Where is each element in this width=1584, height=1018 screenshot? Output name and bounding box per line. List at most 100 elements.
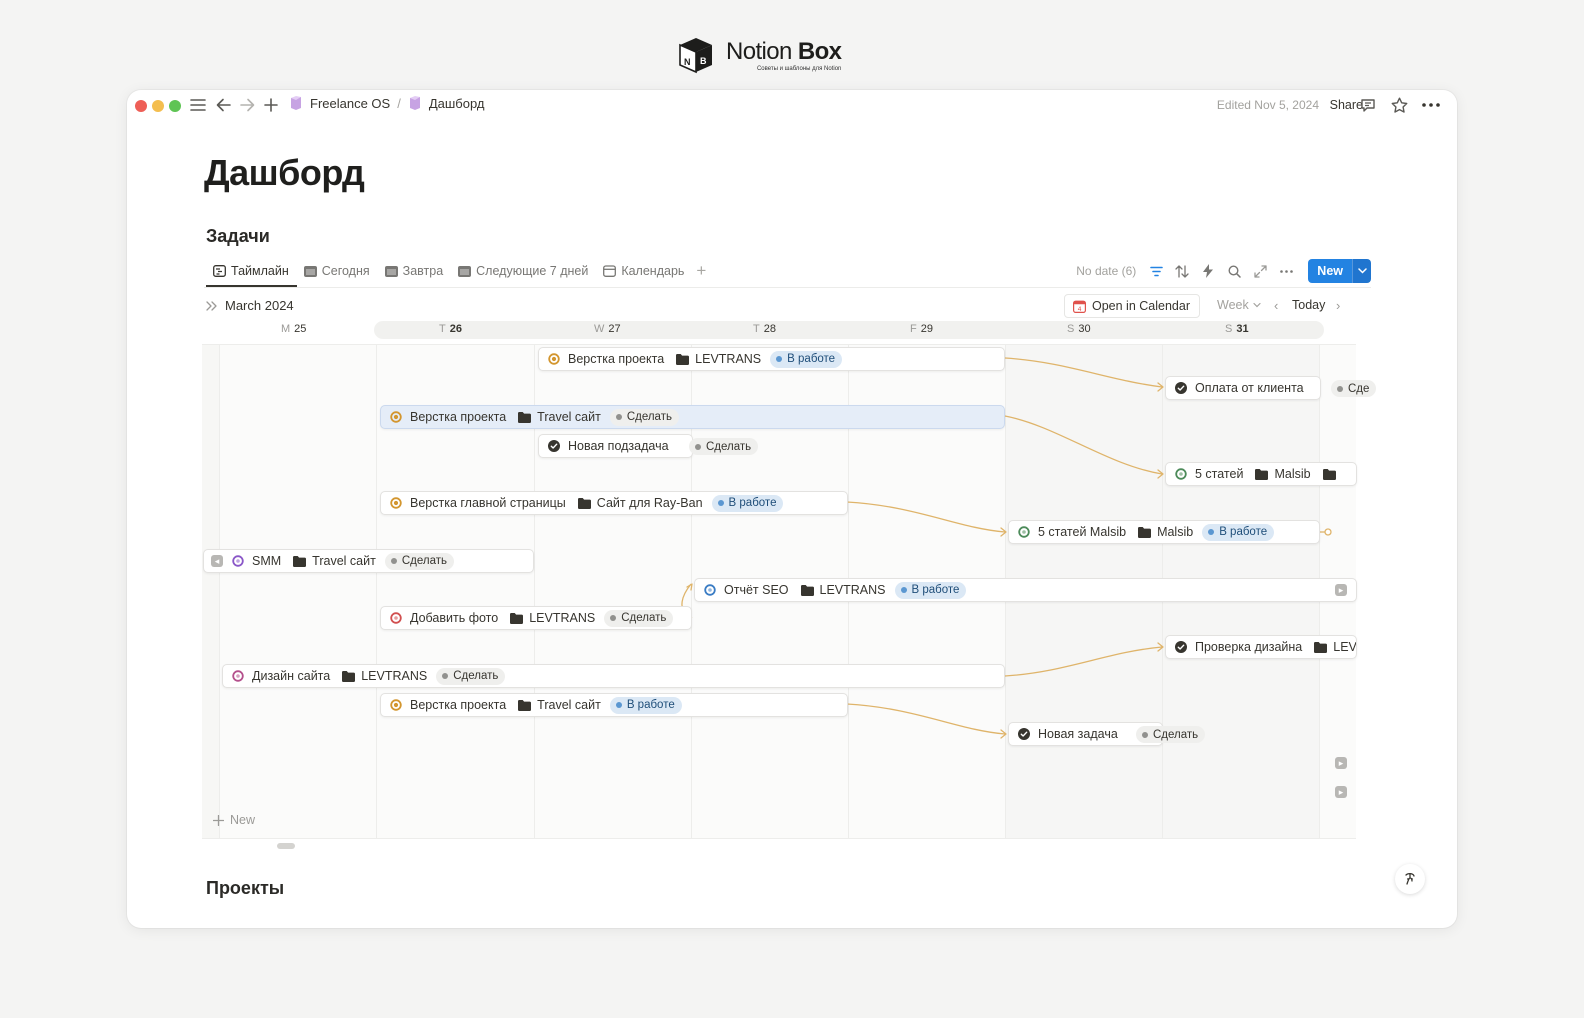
scroll-to-task-right-icon[interactable]: ▸ (1335, 786, 1347, 798)
sidebar-menu-icon[interactable] (189, 95, 207, 115)
search-icon[interactable] (1226, 263, 1242, 279)
task-bar-selected[interactable]: Верстка проекта Travel сайт Сделать (380, 405, 1005, 429)
projects-heading[interactable]: Проекты (206, 878, 285, 898)
favorite-star-icon[interactable] (1390, 95, 1408, 115)
folder-icon (676, 353, 690, 365)
task-bar[interactable]: 5 статей Malsib (1165, 462, 1357, 486)
in-progress-circle-icon (390, 497, 402, 509)
scroll-to-task-right-icon[interactable]: ▸ (1335, 584, 1347, 596)
edited-timestamp: Edited Nov 5, 2024 (1216, 98, 1319, 112)
scroll-to-task-right-icon[interactable]: ▸ (1335, 757, 1347, 769)
no-date-button[interactable]: No date (6) (1076, 264, 1137, 278)
task-project: Malsib (1255, 467, 1311, 481)
previous-week-chevron-icon[interactable]: ‹ (1274, 298, 1279, 313)
done-check-icon (1175, 382, 1187, 394)
tab-tomorrow[interactable]: Завтра (378, 256, 452, 286)
tab-timeline-label: Таймлайн (231, 264, 289, 278)
task-name: Верстка проекта (410, 410, 507, 424)
minimize-window-button[interactable] (152, 100, 164, 112)
task-bar[interactable]: Новая задача (1008, 722, 1163, 746)
forward-arrow-icon[interactable] (238, 95, 256, 115)
task-name: 5 статей (1195, 467, 1244, 481)
folder-icon (1138, 526, 1152, 538)
task-bar[interactable]: Верстка проекта LEVTRANS В работе (538, 347, 1005, 371)
tab-today[interactable]: Сегодня (297, 256, 378, 286)
task-name: Дизайн сайта (252, 669, 331, 683)
status-badge: Сде (1331, 380, 1377, 397)
back-arrow-icon[interactable] (214, 95, 232, 115)
tab-next-7-days[interactable]: Следующие 7 дней (451, 256, 596, 286)
breadcrumb-freelance-os[interactable]: Freelance OS (310, 96, 391, 111)
chevron-down-icon (1253, 302, 1261, 308)
expand-icon[interactable] (1252, 263, 1268, 279)
task-bar[interactable]: Оплата от клиента (1165, 376, 1321, 400)
add-new-task-row[interactable]: New (213, 813, 255, 827)
view-more-icon[interactable] (1278, 263, 1294, 279)
calendar-date-icon: 4 (1073, 300, 1086, 313)
day-column-line (219, 345, 220, 839)
next-week-chevron-icon[interactable]: › (1336, 298, 1341, 313)
status-badge: В работе (711, 494, 784, 512)
collapse-sidebar-chevrons-icon[interactable] (206, 300, 218, 311)
day-column-line (534, 345, 535, 839)
task-bar[interactable]: SMM Travel сайт Сделать (203, 549, 534, 573)
task-bar[interactable]: 5 статей Malsib Malsib В работе (1008, 520, 1320, 544)
calendar-board-icon (384, 266, 398, 277)
task-bar[interactable]: Отчёт SEO LEVTRANS В работе (694, 578, 1357, 602)
in-progress-circle-icon (390, 411, 402, 423)
tab-calendar[interactable]: Календарь (596, 256, 692, 286)
tasks-heading[interactable]: Задачи (206, 226, 270, 246)
task-project: LEVTRANS (342, 669, 427, 683)
task-name: Проверка дизайна (1195, 640, 1303, 654)
new-dropdown-chevron-icon[interactable] (1352, 259, 1371, 283)
maximize-window-button[interactable] (169, 100, 181, 112)
tab-timeline[interactable]: Таймлайн (206, 256, 297, 287)
open-circle-icon (1018, 526, 1030, 538)
done-check-icon (1018, 728, 1030, 740)
in-progress-circle-icon (548, 353, 560, 365)
task-project: LEVTRANS (676, 352, 761, 366)
add-page-icon[interactable] (262, 95, 280, 115)
horizontal-scrollbar[interactable] (277, 843, 295, 849)
page-title[interactable]: Дашборд (204, 152, 365, 193)
folder-icon (1314, 641, 1328, 653)
tab-today-label: Сегодня (321, 264, 370, 278)
share-button[interactable]: Share (1329, 98, 1363, 112)
add-view-icon[interactable]: + (696, 261, 707, 280)
breadcrumb-dashboard[interactable]: Дашборд (428, 96, 485, 111)
comments-icon[interactable] (1359, 95, 1377, 115)
task-bar[interactable]: Новая подзадача (538, 434, 693, 458)
today-button[interactable]: Today (1292, 298, 1326, 312)
folder-icon (800, 584, 814, 596)
automation-lightning-icon[interactable] (1200, 263, 1216, 279)
task-name: Отчёт SEO (724, 583, 789, 597)
folder-icon (518, 699, 532, 711)
task-bar[interactable]: Добавить фото LEVTRANS Сделать (380, 606, 692, 630)
folder-icon (1255, 468, 1269, 480)
task-bar[interactable]: Дизайн сайта LEVTRANS Сделать (222, 664, 1005, 688)
task-project: Travel сайт (518, 698, 601, 712)
breadcrumb: Freelance OS / Дашборд (289, 96, 484, 111)
help-assistant-button[interactable] (1395, 864, 1425, 894)
calendar-board-icon (303, 266, 317, 277)
task-bar[interactable]: Верстка проекта Travel сайт В работе (380, 693, 848, 717)
scroll-to-task-left-icon[interactable]: ◂ (211, 555, 223, 567)
close-window-button[interactable] (135, 100, 147, 112)
more-options-icon[interactable] (1421, 95, 1441, 115)
in-progress-circle-icon (390, 699, 402, 711)
brand-name: Notion Box (726, 37, 842, 65)
new-task-button[interactable]: New (1308, 259, 1352, 283)
add-new-task-label: New (230, 813, 256, 827)
sort-icon[interactable] (1174, 263, 1190, 279)
folder-icon (342, 670, 356, 682)
task-bar[interactable]: Проверка дизайна LEV (1165, 635, 1357, 659)
folder-icon (577, 497, 591, 509)
scale-select[interactable]: Week (1217, 298, 1261, 312)
open-in-calendar-button[interactable]: 4 Open in Calendar (1064, 294, 1200, 318)
tab-next-7-days-label: Следующие 7 дней (476, 264, 589, 278)
task-bar[interactable]: Верстка главной страницы Сайт для Ray-Ba… (380, 491, 848, 515)
filter-icon[interactable] (1148, 263, 1164, 279)
